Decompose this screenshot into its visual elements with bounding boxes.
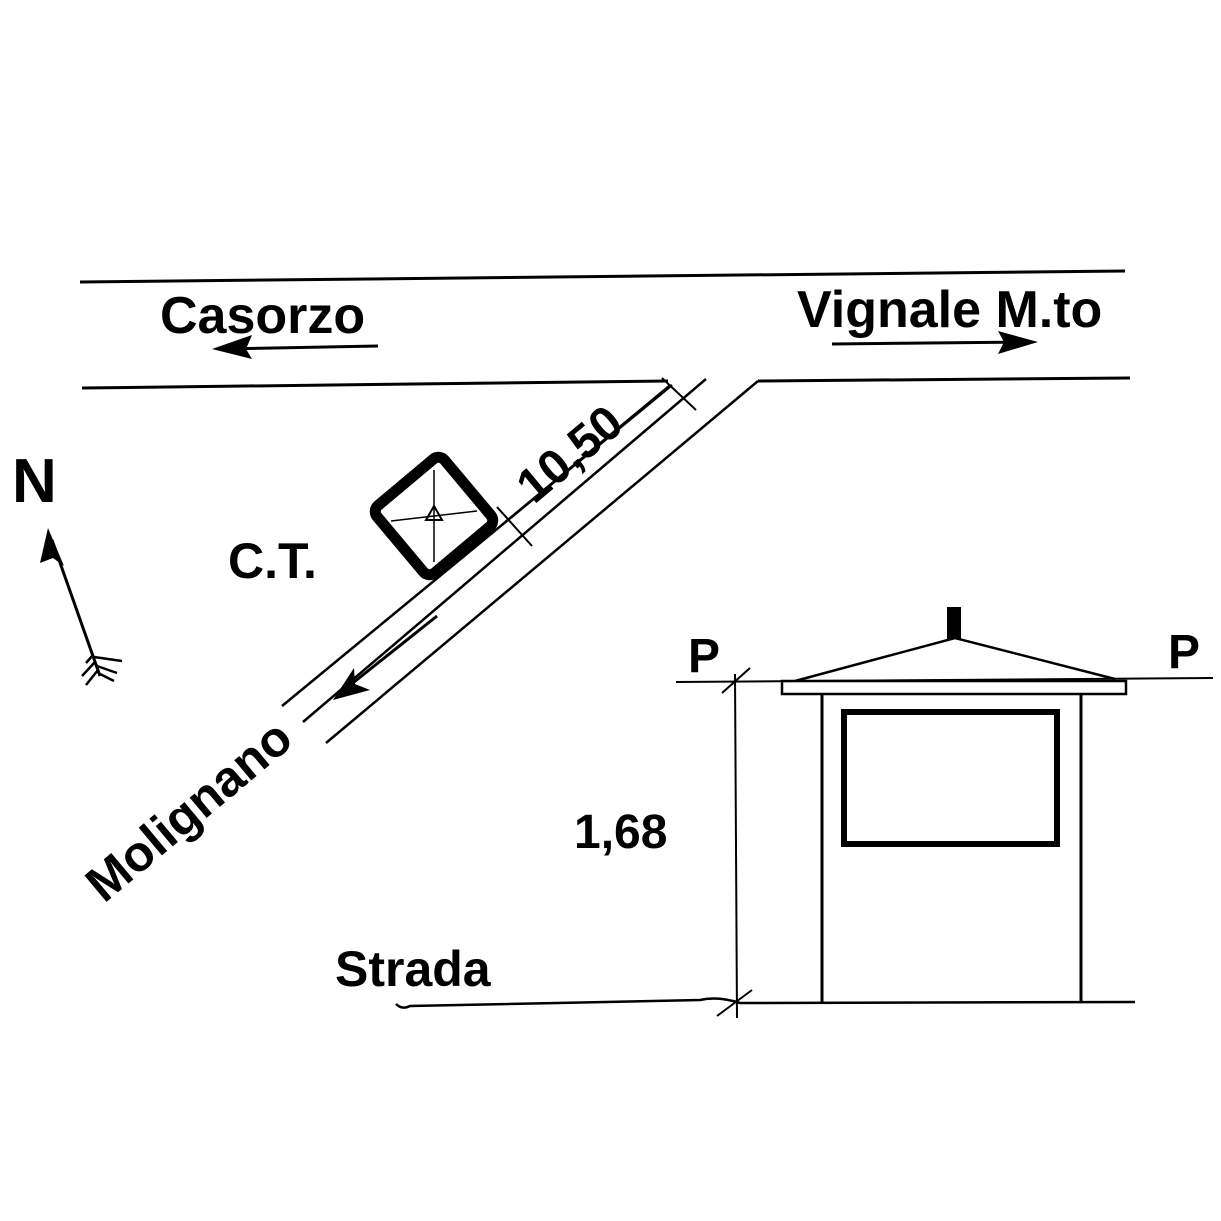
pillar-elevation bbox=[780, 607, 1128, 1003]
main-road bbox=[79, 269, 1131, 390]
main-road-north-edge bbox=[79, 269, 1126, 284]
main-road-south-edge-west bbox=[81, 379, 669, 390]
side-road-middle-edge bbox=[302, 378, 707, 723]
ground-label: Strada bbox=[335, 941, 492, 997]
plane-right-label: P bbox=[1168, 626, 1200, 679]
side-road-east-edge bbox=[325, 380, 759, 744]
pillar-cap bbox=[780, 679, 1128, 696]
height-tick-top bbox=[721, 667, 751, 694]
height-label: 1,68 bbox=[574, 806, 667, 859]
dimension-tick-end bbox=[661, 377, 697, 411]
north-arrow: N bbox=[12, 447, 123, 686]
main-road-south-edge-east bbox=[757, 376, 1131, 383]
ground-line bbox=[395, 997, 1136, 1009]
triangle-icon bbox=[424, 503, 444, 521]
pillar-roof bbox=[794, 636, 1116, 683]
casorzo-label: Casorzo bbox=[160, 287, 365, 345]
height-dimension-line bbox=[734, 673, 738, 1019]
arrow-southwest-icon bbox=[333, 614, 438, 700]
plane-left-label: P bbox=[688, 630, 720, 683]
distance-dimension: 10,50 bbox=[496, 377, 697, 547]
north-label: N bbox=[12, 447, 57, 516]
benchmark-marker bbox=[369, 451, 499, 581]
north-arrow-icon bbox=[40, 528, 123, 686]
benchmark-square bbox=[369, 451, 499, 581]
benchmark-diagonal-2 bbox=[390, 510, 478, 522]
height-dimension: 1,68 bbox=[574, 667, 753, 1019]
dimension-tick-start bbox=[496, 506, 533, 547]
pillar-plate bbox=[841, 709, 1060, 847]
arrow-east-icon bbox=[831, 331, 1038, 354]
plan-view: Casorzo Vignale M.to Molignano 10,50 bbox=[12, 269, 1131, 913]
elevation-view: P P 1,68 Strada bbox=[335, 607, 1214, 1019]
height-tick-bottom bbox=[716, 989, 753, 1017]
molignano-label: Molignano bbox=[75, 709, 302, 913]
benchmark-label: C.T. bbox=[228, 533, 317, 589]
pillar-top-spike bbox=[947, 607, 961, 639]
vignale-label: Vignale M.to bbox=[797, 281, 1102, 339]
arrow-west-icon bbox=[212, 335, 379, 359]
dimension-line bbox=[504, 384, 671, 523]
